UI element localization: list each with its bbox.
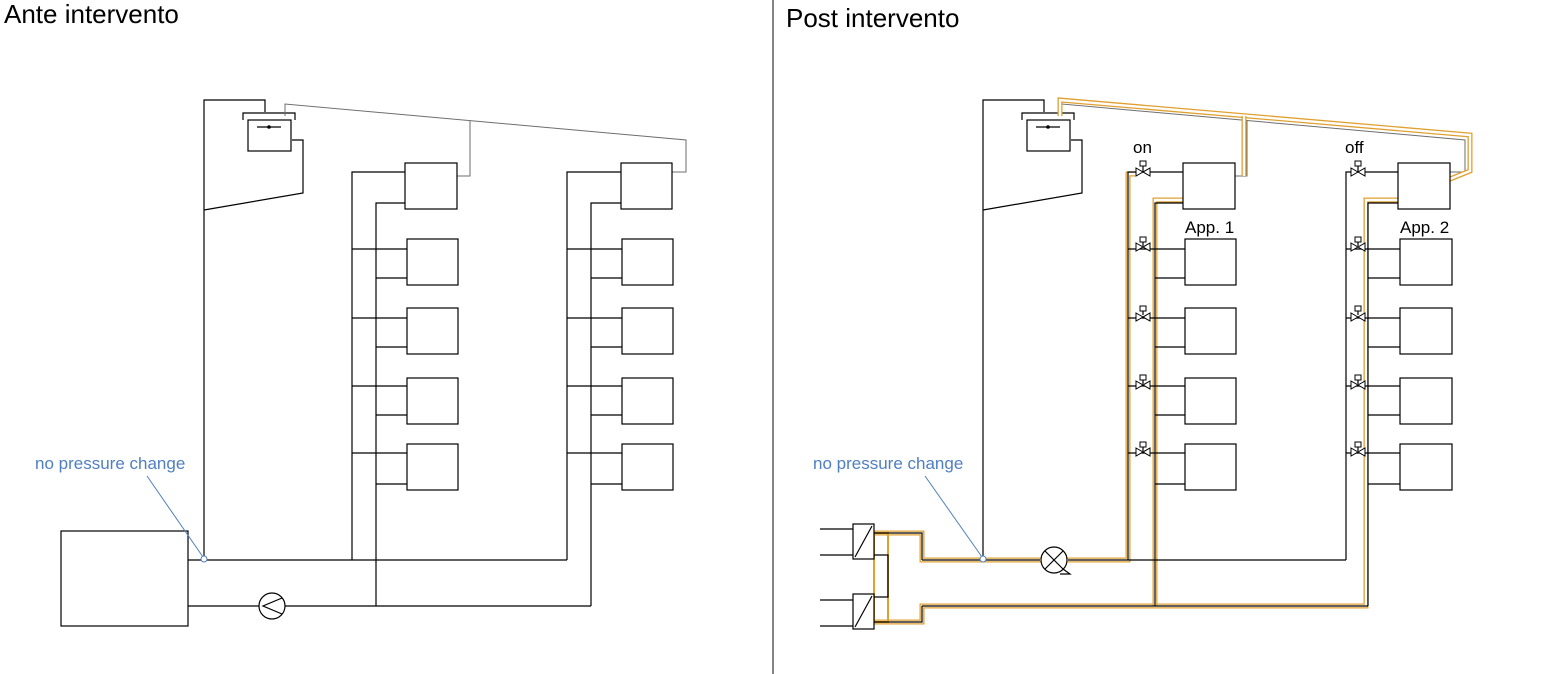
apartment-1-label: App. 1 — [1185, 218, 1234, 237]
right-panel-title: Post intervento — [786, 3, 959, 33]
heat-exchanger-icon — [820, 523, 875, 560]
radiator-3 — [567, 377, 674, 425]
annotation-point — [200, 555, 208, 563]
left-panel-title: Ante intervento — [4, 0, 179, 29]
pressure-annotation-text: no pressure change — [813, 454, 963, 473]
radiator-3 — [1128, 377, 1237, 425]
radiator-3 — [1346, 377, 1453, 425]
radiator-4 — [1128, 443, 1237, 491]
building-outline — [203, 99, 266, 560]
annotation-leader — [924, 475, 983, 558]
radiator-2 — [352, 307, 459, 355]
valve-icon — [1135, 441, 1151, 457]
valve-icon — [1350, 160, 1366, 177]
radiator-4 — [567, 443, 674, 491]
tank-connection-line — [1061, 103, 1466, 173]
valve-icon — [1135, 374, 1151, 390]
valve-icon — [1350, 374, 1366, 390]
radiator-3 — [352, 377, 459, 425]
supply-connector — [874, 532, 923, 560]
radiator-1 — [352, 238, 459, 286]
annotation-leader — [146, 475, 204, 558]
distribution-unit — [1397, 162, 1451, 210]
valve-icon — [1135, 305, 1151, 322]
radiator-2 — [567, 307, 674, 355]
riser-2 — [1345, 162, 1453, 606]
building-outline-slope — [982, 139, 1083, 211]
radiator-4 — [1346, 443, 1453, 491]
building-outline — [982, 99, 1045, 560]
distribution-unit — [404, 162, 458, 210]
valve-icon — [1350, 305, 1366, 322]
pressure-annotation-text: no pressure change — [35, 454, 185, 473]
tank-connection-line — [284, 103, 687, 173]
distribution-unit — [1182, 162, 1236, 210]
valve-icon — [1350, 236, 1366, 252]
pump-icon — [258, 592, 286, 620]
building-outline-slope — [203, 139, 304, 211]
distribution-unit — [620, 162, 673, 210]
apartment-2-label: App. 2 — [1400, 218, 1449, 237]
riser-2 — [566, 162, 674, 606]
riser-1 — [1127, 162, 1237, 606]
radiator-1 — [567, 238, 674, 286]
heat-source-box — [60, 530, 189, 627]
return-connector — [874, 606, 923, 623]
valve-state-on-label: on — [1133, 138, 1152, 157]
valve-icon — [1135, 160, 1151, 177]
radiator-1 — [1346, 238, 1453, 286]
valve-icon — [1350, 441, 1366, 457]
tank-connection-line-branch — [1235, 121, 1248, 177]
expansion-tank — [1021, 112, 1075, 152]
riser-1 — [351, 162, 459, 606]
valve-state-off-label: off — [1345, 138, 1364, 157]
radiator-2 — [1346, 307, 1453, 355]
radiator-1 — [1128, 238, 1237, 286]
radiator-2 — [1128, 307, 1237, 355]
radiator-4 — [352, 443, 459, 491]
tank-connection-line-branch — [457, 121, 471, 177]
left-panel: Ante intervento — [4, 0, 687, 627]
pressure-annotation: no pressure change — [813, 454, 987, 563]
right-panel: Post intervento — [786, 3, 1473, 630]
heat-exchanger-icon — [820, 593, 875, 630]
pump-icon — [1040, 546, 1072, 575]
new-pipework — [873, 97, 1473, 625]
exchanger-link — [874, 554, 889, 598]
valve-icon — [1135, 236, 1151, 252]
expansion-tank — [242, 112, 296, 152]
annotation-point — [979, 555, 987, 563]
pressure-annotation: no pressure change — [35, 454, 208, 563]
